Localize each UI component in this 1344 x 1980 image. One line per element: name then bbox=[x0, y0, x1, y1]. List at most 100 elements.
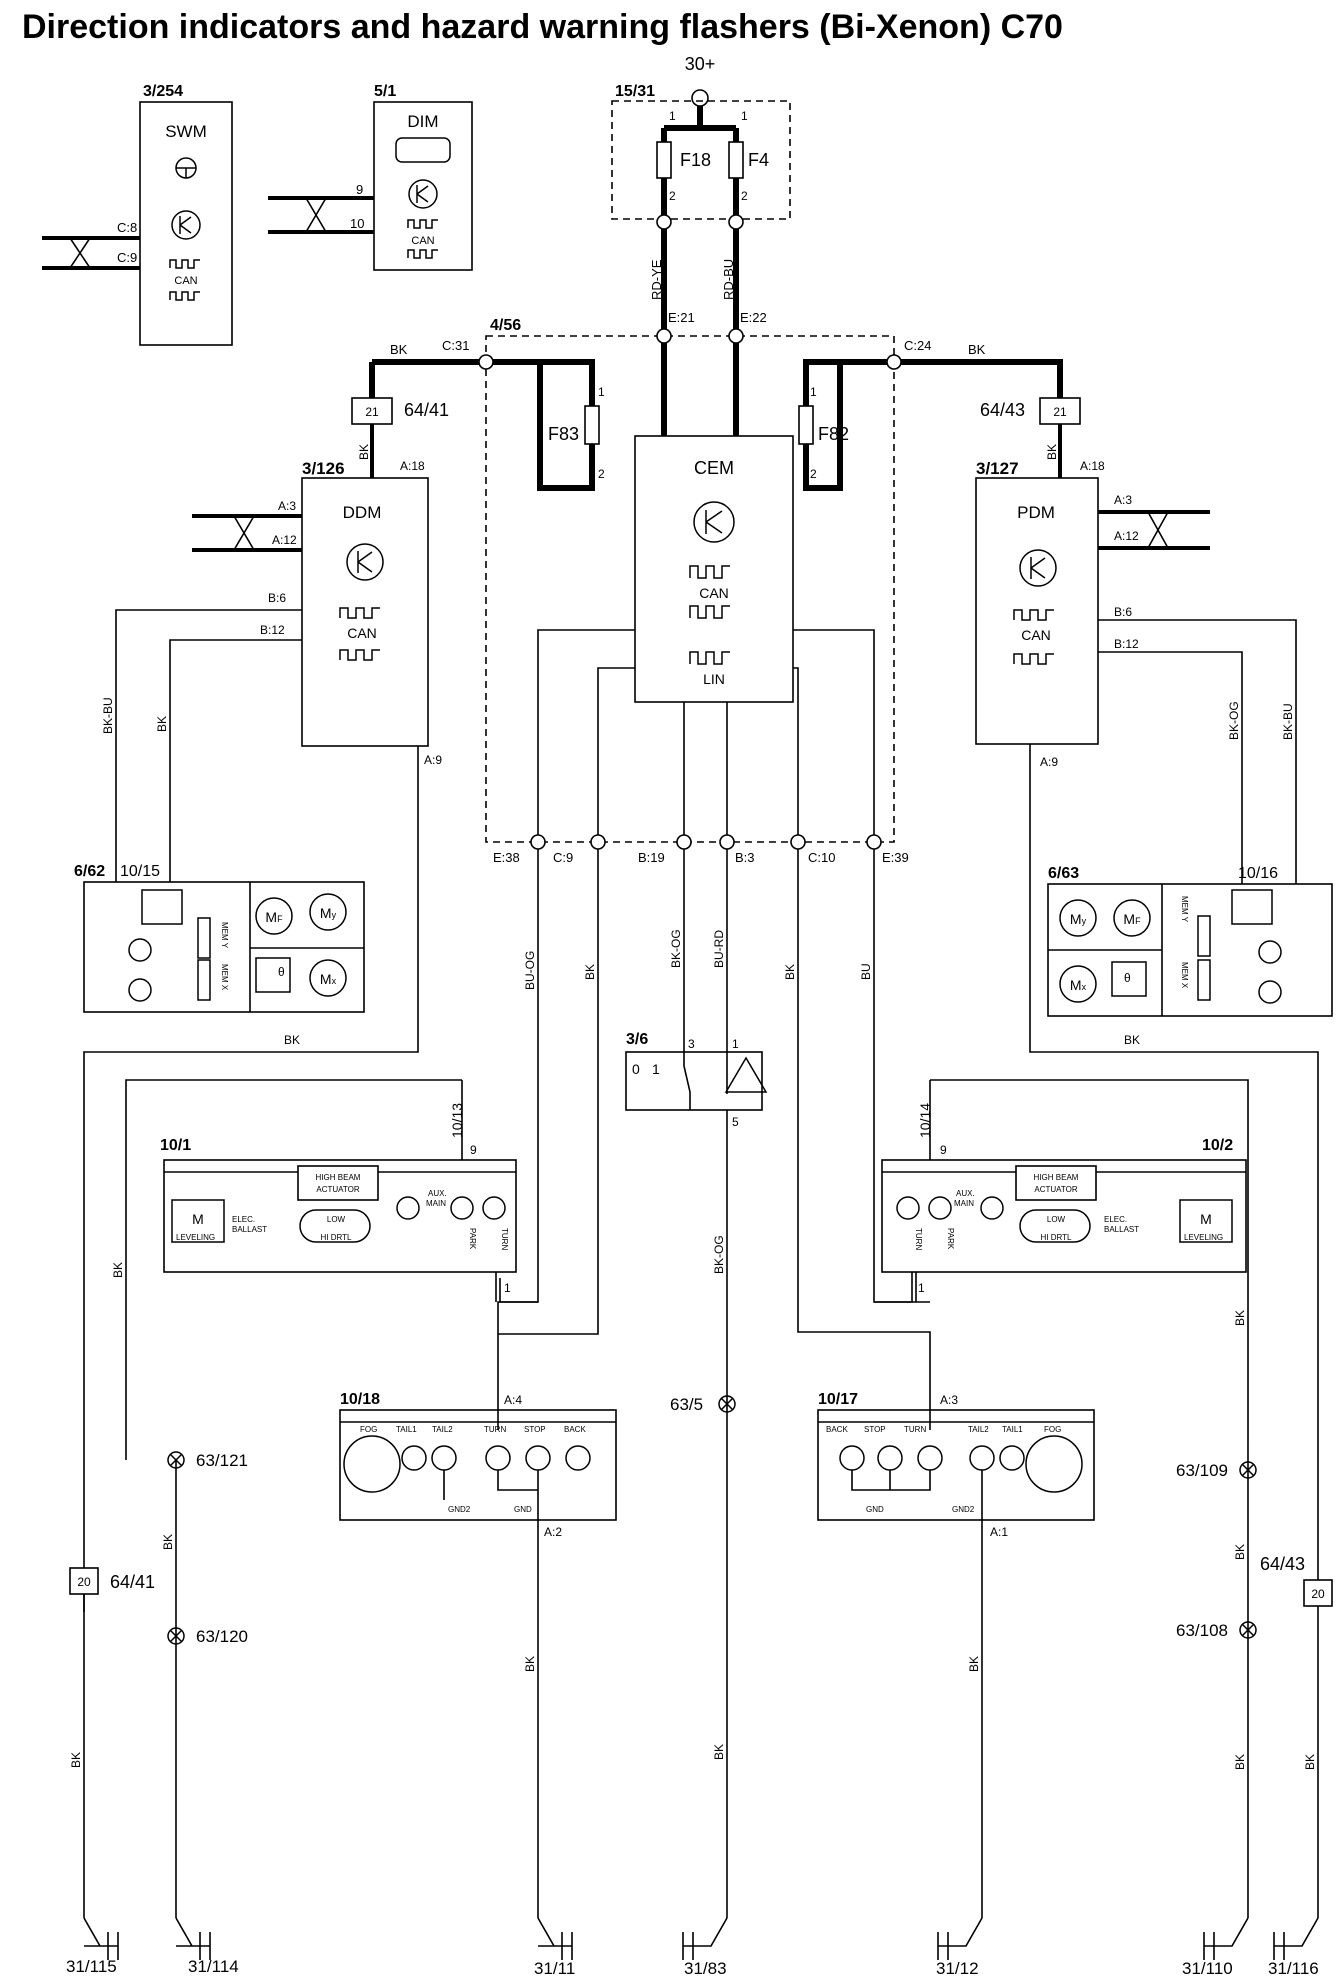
pdm-box bbox=[975, 477, 1099, 745]
svg-text:BK: BK bbox=[1303, 1754, 1317, 1770]
svg-text:C:8: C:8 bbox=[117, 220, 137, 235]
mirror-glass-icon bbox=[141, 889, 183, 925]
svg-text:θ: θ bbox=[278, 965, 285, 979]
lamp-icon bbox=[396, 1196, 420, 1220]
cem-bottom-connectors: E:38 C:9 B:19 B:3 C:10 E:39 bbox=[493, 834, 909, 865]
svg-text:A:3: A:3 bbox=[1114, 493, 1132, 507]
splice-64-41-top: 64/41 bbox=[404, 400, 449, 420]
svg-text:A:4: A:4 bbox=[504, 1393, 522, 1407]
module-cem: CEM CAN LIN bbox=[634, 343, 794, 703]
svg-text:BACK: BACK bbox=[826, 1425, 848, 1434]
wire-label-rd-bu: RD-BU bbox=[721, 259, 736, 300]
supply-connector bbox=[691, 89, 709, 107]
lamp-icon bbox=[128, 938, 152, 962]
fog-lamp-icon bbox=[343, 1435, 401, 1493]
svg-text:1: 1 bbox=[652, 1061, 660, 1077]
svg-text:10/13: 10/13 bbox=[449, 1103, 465, 1138]
svg-text:ACTUATOR: ACTUATOR bbox=[316, 1185, 359, 1194]
lamp-icon bbox=[896, 1196, 920, 1220]
motor-icon bbox=[1059, 965, 1097, 1003]
svg-text:BK: BK bbox=[783, 964, 797, 980]
svg-text:20: 20 bbox=[1311, 1587, 1325, 1601]
mirror-glass-icon bbox=[1231, 889, 1273, 925]
hazard-triangle-icon bbox=[724, 1056, 768, 1093]
svg-text:HI DRTL: HI DRTL bbox=[1041, 1233, 1073, 1242]
svg-text:A:3: A:3 bbox=[940, 1393, 958, 1407]
lamp-icon bbox=[1258, 980, 1282, 1004]
mirror-left-code: 6/62 bbox=[74, 863, 105, 880]
svg-text:GND: GND bbox=[866, 1505, 884, 1514]
wire-label-rd-ye: RD-YE bbox=[649, 259, 664, 300]
svg-text:C:10: C:10 bbox=[808, 850, 835, 865]
svg-text:TAIL1: TAIL1 bbox=[396, 1425, 417, 1434]
svg-text:B:3: B:3 bbox=[735, 850, 755, 865]
transistor-icon bbox=[171, 210, 201, 240]
svg-text:21: 21 bbox=[1053, 405, 1067, 419]
svg-text:B:6: B:6 bbox=[1114, 605, 1132, 619]
svg-text:TURN: TURN bbox=[914, 1228, 923, 1250]
svg-text:STOP: STOP bbox=[864, 1425, 886, 1434]
ground-31-114: 31/114 bbox=[188, 1957, 239, 1976]
heater-icon bbox=[1111, 961, 1147, 997]
svg-text:STOP: STOP bbox=[524, 1425, 546, 1434]
taillamp-right-code: 10/17 bbox=[818, 1391, 858, 1408]
svg-text:BK: BK bbox=[161, 1534, 175, 1550]
hazard-switch-3-6[interactable]: 3/6 0 1 3 1 5 bbox=[625, 1031, 768, 1500]
dim-name: DIM bbox=[407, 112, 438, 131]
svg-text:LEVELING: LEVELING bbox=[176, 1233, 215, 1242]
svg-text:CAN: CAN bbox=[174, 275, 197, 287]
transistor-icon bbox=[693, 501, 735, 543]
splice-63-109: 63/109 bbox=[1176, 1461, 1257, 1480]
fuse-box-outline bbox=[611, 100, 791, 220]
lamp-icon bbox=[401, 1445, 427, 1471]
can-wave-icon bbox=[339, 607, 380, 619]
svg-text:BU-RD: BU-RD bbox=[712, 930, 726, 968]
svg-text:63/109: 63/109 bbox=[1176, 1461, 1228, 1480]
fuse-f4 bbox=[728, 141, 744, 179]
leveling-motor-icon bbox=[171, 1199, 225, 1243]
svg-text:A:2: A:2 bbox=[544, 1525, 562, 1539]
lamp-icon bbox=[450, 1196, 474, 1220]
svg-text:GND: GND bbox=[514, 1505, 532, 1514]
swm-can-wires bbox=[42, 236, 140, 270]
svg-text:HI DRTL: HI DRTL bbox=[321, 1233, 353, 1242]
svg-text:E:21: E:21 bbox=[668, 310, 695, 325]
svg-text:BK: BK bbox=[357, 444, 371, 460]
page-title: Direction indicators and hazard warning … bbox=[22, 8, 1063, 46]
splice-64-41-bottom: 64/41 bbox=[110, 1572, 155, 1592]
svg-text:BK: BK bbox=[1045, 444, 1059, 460]
svg-text:21: 21 bbox=[365, 405, 379, 419]
svg-text:BK-OG: BK-OG bbox=[1227, 701, 1241, 740]
swm-box bbox=[139, 101, 233, 346]
svg-text:AUX.: AUX. bbox=[956, 1189, 975, 1198]
supply-label: 30+ bbox=[685, 54, 716, 74]
lamp-icon bbox=[565, 1445, 591, 1471]
svg-text:MEM Y: MEM Y bbox=[1180, 896, 1189, 923]
svg-text:CAN: CAN bbox=[411, 235, 434, 247]
feed-wires bbox=[661, 229, 739, 332]
svg-text:9: 9 bbox=[470, 1143, 477, 1157]
ground-31-116: 31/116 bbox=[1268, 1959, 1319, 1978]
taillamp-left-box bbox=[339, 1409, 617, 1521]
lamp-icon bbox=[980, 1196, 1004, 1220]
svg-text:TURN: TURN bbox=[904, 1425, 926, 1434]
fuse-f82 bbox=[798, 405, 814, 445]
heater-icon bbox=[255, 957, 291, 993]
svg-text:HIGH BEAM: HIGH BEAM bbox=[316, 1173, 361, 1182]
svg-text:MAIN: MAIN bbox=[426, 1199, 446, 1208]
svg-text:BK: BK bbox=[1233, 1754, 1247, 1770]
svg-text:B:12: B:12 bbox=[1114, 637, 1139, 651]
lamp-icon bbox=[128, 978, 152, 1002]
splice-21-left bbox=[351, 397, 393, 425]
svg-text:C:9: C:9 bbox=[117, 250, 137, 265]
svg-text:BK: BK bbox=[111, 1262, 125, 1278]
mirror-right-code: 6/63 bbox=[1048, 865, 1079, 882]
splice-63-121: 63/121 bbox=[167, 1451, 248, 1470]
svg-text:BK: BK bbox=[155, 716, 169, 732]
svg-text:BK-OG: BK-OG bbox=[712, 1235, 726, 1274]
can-wave-icon bbox=[169, 259, 200, 269]
module-ddm: 21 64/41 BK A:18 3/126 DDM CAN A:3 A:12 … bbox=[260, 397, 449, 767]
ground-symbols: 31/115 31/114 31/11 31/83 31/12 31/110 3… bbox=[66, 1917, 1319, 1978]
fuse-box-15-31: 30+ 15/31 F18 F4 1 1 2 2 bbox=[611, 54, 791, 230]
swm-name: SWM bbox=[165, 122, 207, 141]
